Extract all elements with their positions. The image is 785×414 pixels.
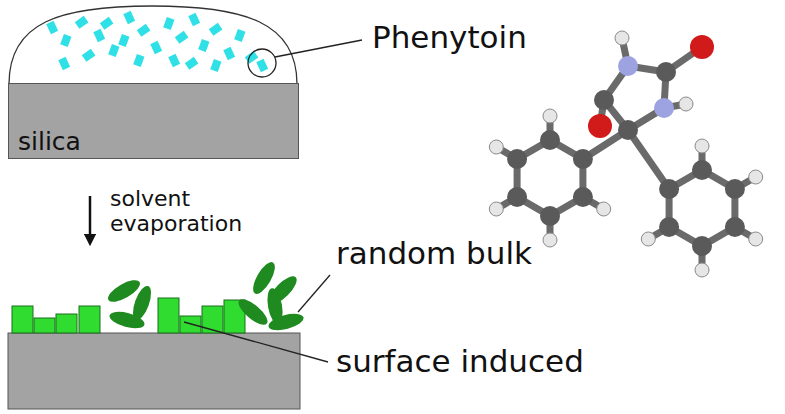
atom [615, 31, 629, 45]
bond [628, 130, 669, 189]
molecule-mark [210, 59, 221, 72]
atom [540, 130, 560, 150]
atom [507, 149, 527, 169]
surface-crystals [12, 298, 245, 333]
atom [690, 35, 714, 59]
molecule-mark [223, 47, 235, 60]
atom [654, 98, 674, 118]
molecule-mark [123, 11, 135, 24]
molecule-mark [168, 54, 180, 67]
substrate [8, 333, 300, 409]
material-label: silica [18, 127, 81, 156]
atom [695, 263, 709, 277]
atom [573, 149, 593, 169]
surface-crystal [79, 306, 100, 333]
substrate-block: silica [8, 83, 299, 159]
molecule-mark [188, 13, 200, 26]
atom [749, 170, 763, 184]
atom [507, 187, 527, 207]
molecule-mark [163, 17, 174, 30]
process-arrow [89, 196, 92, 240]
atom [489, 202, 503, 216]
atom [692, 236, 712, 256]
surface-crystal [180, 316, 201, 333]
molecule-mark [82, 49, 96, 62]
molecule-mark [75, 16, 89, 29]
atom [679, 97, 693, 111]
atom [695, 139, 709, 153]
surface-crystal [202, 306, 223, 333]
molecule-mark [108, 44, 119, 57]
molecule-mark [93, 29, 105, 42]
molecule-mark [175, 31, 189, 44]
molecule-mark [150, 41, 162, 54]
atom [618, 120, 638, 140]
molecule-mark [46, 21, 58, 34]
molecule-mark [256, 59, 268, 72]
leader-line [298, 275, 330, 312]
surface-crystal [12, 306, 33, 333]
molecule-mark [118, 34, 129, 47]
surface-crystal [56, 314, 77, 333]
dissolved-molecules [46, 11, 268, 72]
atom [692, 160, 712, 180]
molecule-mark [137, 24, 151, 37]
molecule-mark [133, 54, 144, 67]
droplet [9, 6, 297, 84]
atom [543, 233, 557, 247]
atom [656, 62, 676, 82]
leader-line [275, 40, 362, 57]
molecule-mark [100, 17, 114, 30]
atom [659, 217, 679, 237]
atom [594, 90, 614, 110]
bulk-crystal [265, 287, 285, 325]
molecule-mark [234, 29, 245, 42]
molecule-mark [198, 39, 209, 52]
atom [725, 217, 745, 237]
atom [597, 202, 611, 216]
atom [489, 140, 503, 154]
surface-crystal [34, 318, 55, 333]
atom [540, 206, 560, 226]
callout-label: random bulk [336, 236, 532, 272]
leader-line [184, 322, 328, 362]
molecule-mark [185, 57, 199, 70]
molecule-mark [58, 57, 70, 70]
callout-label: Phenytoin [372, 20, 527, 56]
atom [588, 114, 612, 138]
molecule-mark [60, 34, 71, 47]
surface-crystal [158, 298, 179, 333]
callout-label: surface induced [336, 344, 584, 380]
atom [749, 232, 763, 246]
atom [659, 179, 679, 199]
atom [618, 56, 638, 76]
process-label: solvent evaporation [110, 186, 260, 237]
bulk-crystal [235, 295, 272, 329]
atom [543, 109, 557, 123]
bulk-crystal [129, 284, 154, 323]
atom [725, 179, 745, 199]
atom [641, 232, 655, 246]
molecule-mark [209, 23, 223, 36]
bulk-crystals [105, 259, 305, 334]
atom [573, 187, 593, 207]
highlight-circle [248, 49, 276, 77]
